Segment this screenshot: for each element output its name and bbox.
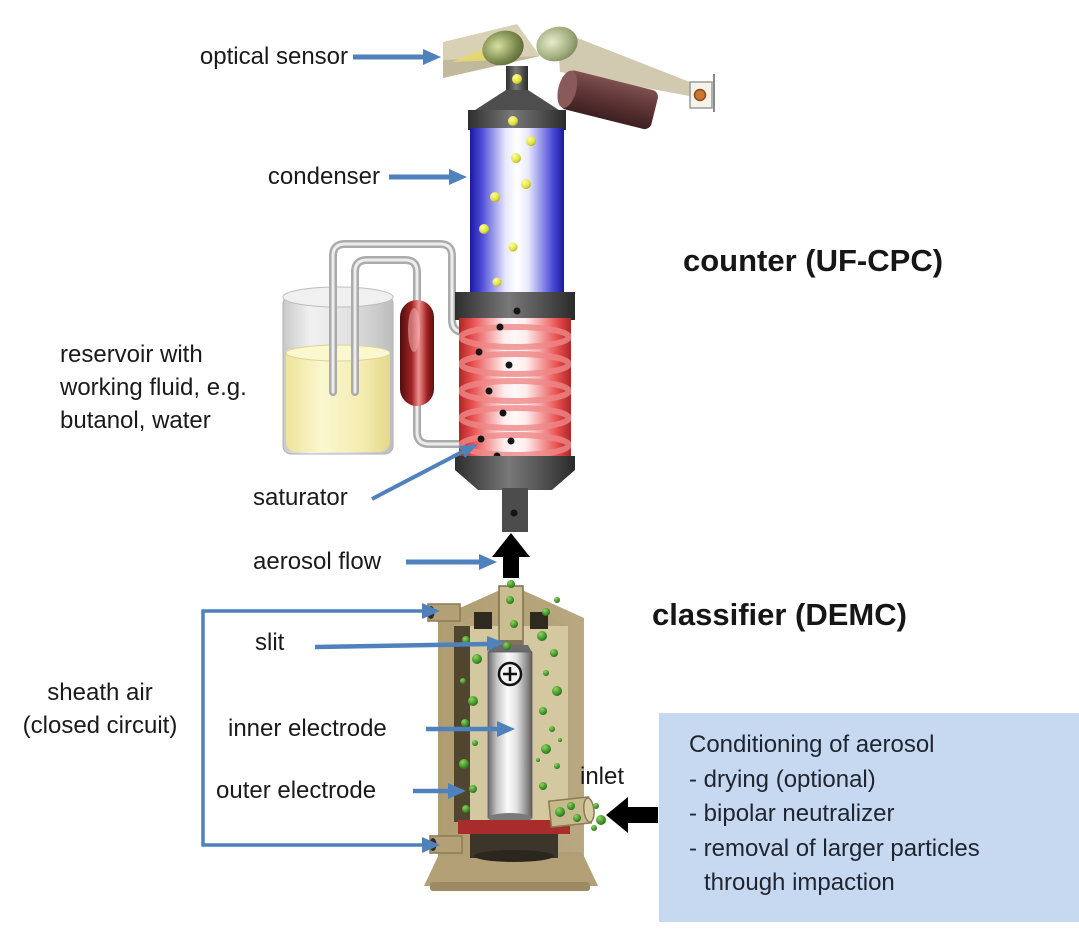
label-reservoir-line2: working fluid, e.g. xyxy=(60,374,247,401)
info-box-item: through impaction xyxy=(704,869,895,896)
optical-sensor-assembly xyxy=(443,24,715,130)
condenser-graphic xyxy=(462,66,572,320)
photodetector-laser xyxy=(557,70,658,130)
label-reservoir-line1: reservoir with xyxy=(60,341,203,368)
info-box-item: - drying (optional) xyxy=(689,765,876,793)
lens-icon xyxy=(482,30,524,66)
inner-electrode-graphic xyxy=(487,645,533,823)
label-reservoir: reservoir with working fluid, e.g. butan… xyxy=(60,338,247,437)
classifier-graphic xyxy=(424,580,606,891)
fluid-tubing xyxy=(329,240,474,448)
info-box-item: - removal of larger particles xyxy=(689,834,980,862)
label-sheath-air-line1: sheath air xyxy=(47,679,153,706)
label-inlet: inlet xyxy=(580,763,625,790)
lens-icon xyxy=(536,26,578,62)
conditioning-info-box: Conditioning of aerosol - drying (option… xyxy=(659,713,1079,922)
label-sheath-air-line2: (closed circuit) xyxy=(22,712,178,739)
label-optical-sensor: optical sensor xyxy=(199,43,348,70)
plus-charge-icon xyxy=(497,661,523,687)
label-outer-electrode: outer electrode xyxy=(216,777,377,804)
label-condenser: condenser xyxy=(267,163,380,190)
info-box-item: - bipolar neutralizer xyxy=(689,800,895,827)
inlet-arrow-icon xyxy=(606,797,658,833)
pump-capsule xyxy=(400,300,434,406)
label-slit: slit xyxy=(255,629,285,656)
label-saturator: saturator xyxy=(253,484,348,511)
heading-classifier: classifier (DEMC) xyxy=(652,597,907,632)
saturator-graphic xyxy=(455,292,575,532)
saturator-coil xyxy=(459,324,571,456)
label-reservoir-line3: butanol, water xyxy=(60,407,211,434)
label-aerosol-flow: aerosol flow xyxy=(253,548,382,575)
label-sheath-air: sheath air (closed circuit) xyxy=(8,676,192,742)
classifier-particles xyxy=(459,580,606,831)
aerosol-flow-arrow-icon xyxy=(492,533,530,578)
label-arrows xyxy=(201,49,515,853)
detector-target xyxy=(689,74,715,112)
heading-counter: counter (UF-CPC) xyxy=(683,243,944,278)
label-inner-electrode: inner electrode xyxy=(228,715,387,742)
info-box-title: Conditioning of aerosol xyxy=(689,731,935,758)
reservoir-beaker xyxy=(282,286,394,455)
sheath-air-loop-line xyxy=(201,609,424,847)
